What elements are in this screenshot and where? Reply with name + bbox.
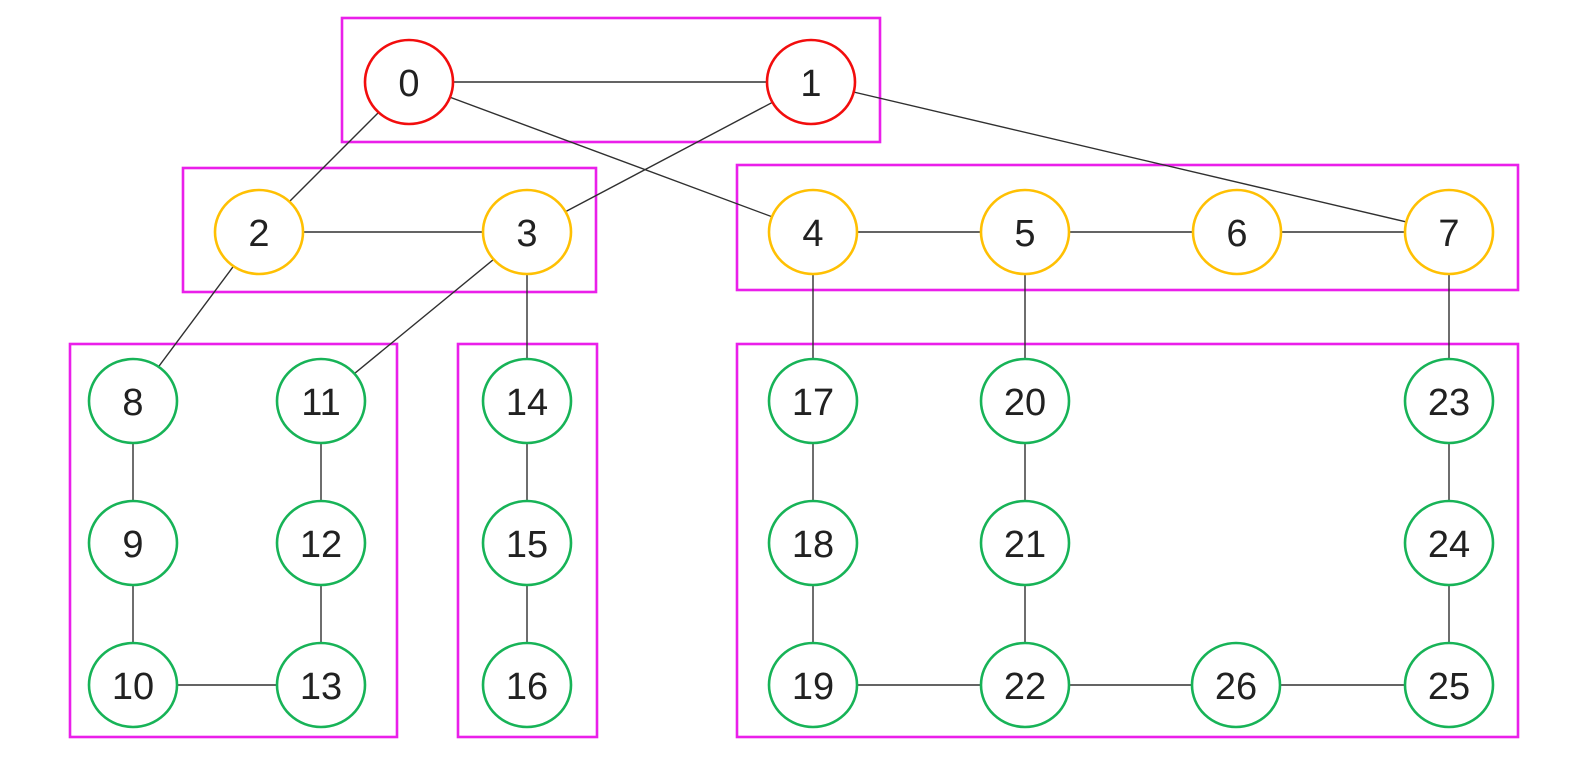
- node-circle-1: [765, 38, 857, 126]
- node-label-13: 13: [300, 666, 342, 708]
- node-circle-12: [275, 499, 367, 587]
- node-label-5: 5: [1014, 213, 1035, 255]
- node-label-4: 4: [802, 213, 823, 255]
- node-circle-13: [275, 641, 367, 729]
- node-circle-18: [767, 499, 859, 587]
- node-label-2: 2: [248, 213, 269, 255]
- node-circle-22: [979, 641, 1071, 729]
- cluster-8-13: [68, 342, 399, 739]
- graph-node-20: 20: [979, 357, 1071, 445]
- graph-node-8: 8: [87, 357, 179, 445]
- node-label-6: 6: [1226, 213, 1247, 255]
- node-circle-6: [1191, 188, 1283, 276]
- node-label-17: 17: [792, 382, 834, 424]
- node-circle-16: [481, 641, 573, 729]
- node-label-24: 24: [1428, 524, 1470, 566]
- graph-node-7: 7: [1403, 188, 1495, 276]
- node-label-12: 12: [300, 524, 342, 566]
- graph-node-21: 21: [979, 499, 1071, 587]
- node-circle-11: [275, 357, 367, 445]
- node-label-8: 8: [122, 382, 143, 424]
- graph-node-15: 15: [481, 499, 573, 587]
- node-label-14: 14: [506, 382, 548, 424]
- node-circle-14: [481, 357, 573, 445]
- node-circle-25: [1403, 641, 1495, 729]
- node-label-21: 21: [1004, 524, 1046, 566]
- node-label-19: 19: [792, 666, 834, 708]
- node-label-18: 18: [792, 524, 834, 566]
- graph-node-26: 26: [1190, 641, 1282, 729]
- node-circle-15: [481, 499, 573, 587]
- graph-node-6: 6: [1191, 188, 1283, 276]
- node-circle-10: [87, 641, 179, 729]
- node-label-3: 3: [516, 213, 537, 255]
- graph-node-0: 0: [363, 38, 455, 126]
- node-circle-21: [979, 499, 1071, 587]
- graph-node-10: 10: [87, 641, 179, 729]
- graph-node-3: 3: [481, 188, 573, 276]
- node-circle-7: [1403, 188, 1495, 276]
- node-circle-2: [213, 188, 305, 276]
- node-circle-24: [1403, 499, 1495, 587]
- node-label-26: 26: [1215, 666, 1257, 708]
- graph-node-14: 14: [481, 357, 573, 445]
- graph-node-22: 22: [979, 641, 1071, 729]
- node-circle-3: [481, 188, 573, 276]
- graph-node-9: 9: [87, 499, 179, 587]
- graph-node-4: 4: [767, 188, 859, 276]
- graph-node-2: 2: [213, 188, 305, 276]
- node-label-7: 7: [1438, 213, 1459, 255]
- node-circle-0: [363, 38, 455, 126]
- graph-node-17: 17: [767, 357, 859, 445]
- node-circle-20: [979, 357, 1071, 445]
- edge-0-4: [408, 81, 814, 233]
- cluster-17-26: [735, 342, 1520, 739]
- edge-1-3: [526, 81, 812, 233]
- node-label-20: 20: [1004, 382, 1046, 424]
- node-circle-19: [767, 641, 859, 729]
- node-circle-17: [767, 357, 859, 445]
- edge-1-7: [810, 81, 1450, 233]
- cluster-2-3: [181, 166, 598, 294]
- node-circle-26: [1190, 641, 1282, 729]
- node-label-10: 10: [112, 666, 154, 708]
- node-label-11: 11: [301, 382, 340, 424]
- graph-node-19: 19: [767, 641, 859, 729]
- graph-node-5: 5: [979, 188, 1071, 276]
- graph-node-18: 18: [767, 499, 859, 587]
- node-label-23: 23: [1428, 382, 1470, 424]
- node-label-0: 0: [398, 63, 419, 105]
- node-label-15: 15: [506, 524, 548, 566]
- node-circle-8: [87, 357, 179, 445]
- node-label-16: 16: [506, 666, 548, 708]
- cluster-0-1: [340, 16, 882, 144]
- graph-node-13: 13: [275, 641, 367, 729]
- graph-node-23: 23: [1403, 357, 1495, 445]
- graph-node-12: 12: [275, 499, 367, 587]
- node-circle-23: [1403, 357, 1495, 445]
- cluster-4-7: [735, 163, 1520, 292]
- node-circle-9: [87, 499, 179, 587]
- node-label-1: 1: [800, 63, 821, 105]
- graph-node-24: 24: [1403, 499, 1495, 587]
- node-label-25: 25: [1428, 666, 1470, 708]
- node-circle-4: [767, 188, 859, 276]
- node-circle-5: [979, 188, 1071, 276]
- graph-node-1: 1: [765, 38, 857, 126]
- node-label-9: 9: [122, 524, 143, 566]
- graph-node-16: 16: [481, 641, 573, 729]
- graph-node-25: 25: [1403, 641, 1495, 729]
- graph-node-11: 11: [275, 357, 367, 445]
- node-label-22: 22: [1004, 666, 1046, 708]
